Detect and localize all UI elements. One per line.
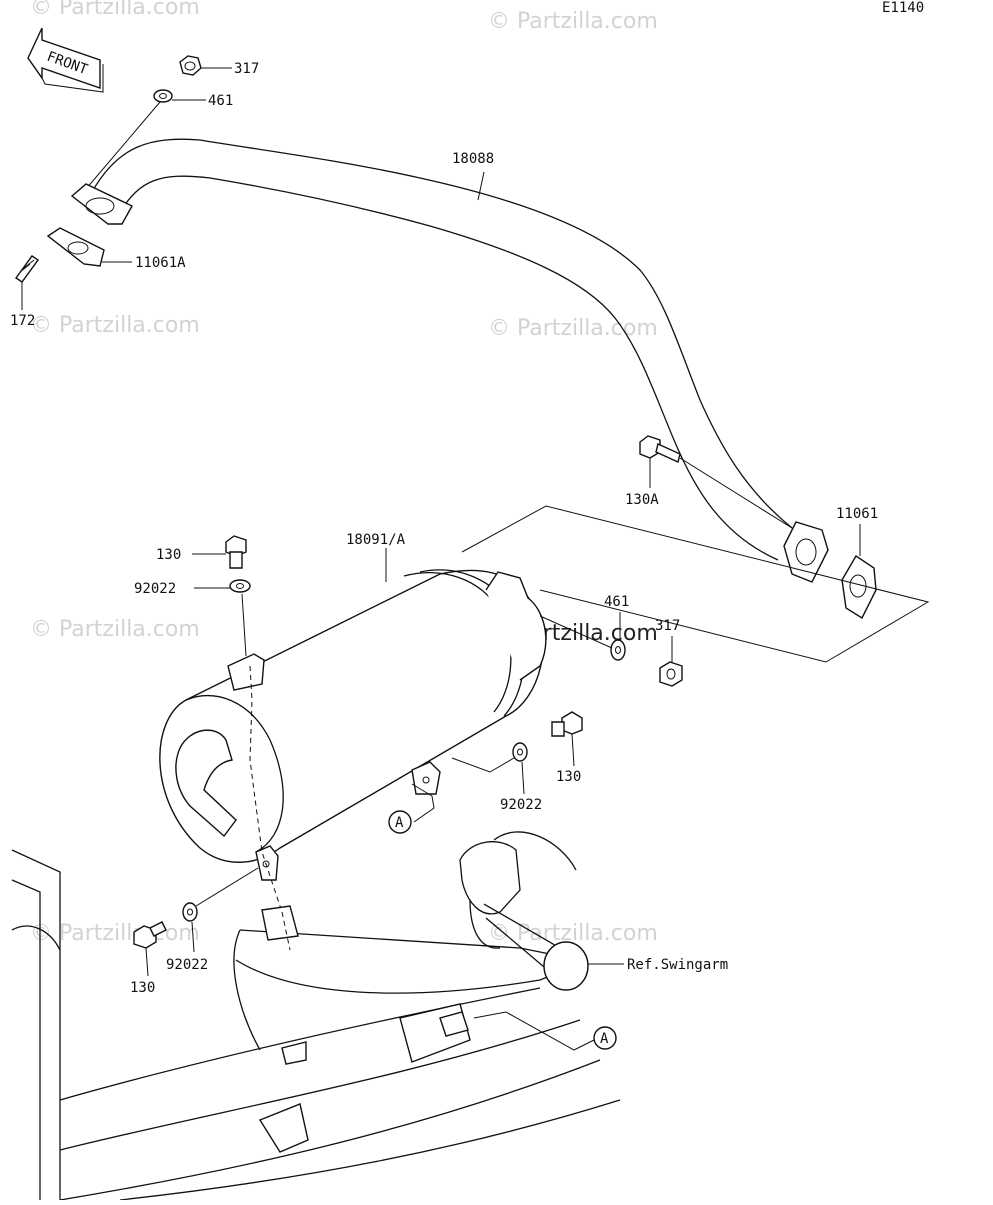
callout-11061: 11061 [836,506,878,522]
bolt-130-bottom [133,921,167,977]
callout-317-right: 317 [655,618,680,634]
bolt-130-top [192,535,247,569]
swingarm-pivot [543,941,589,991]
callout-317: 317 [234,61,259,77]
callout-92022-right: 92022 [500,797,542,813]
gasket-11061 [841,524,877,620]
watermark: © Partzilla.com [30,617,200,642]
callout-18091A: 18091/A [346,532,406,548]
watermark: © Partzilla.com [488,316,658,341]
callout-172: 172 [10,313,35,329]
callout-461-right: 461 [604,594,629,610]
bolt-130-right [551,711,583,767]
diagram-code: E1140 [882,0,924,16]
watermark: © Partzilla.com [30,313,200,338]
washer-92022-right [451,742,528,795]
stud-172 [15,255,39,310]
callout-130-top: 130 [156,547,181,563]
bolt-130A [639,435,793,529]
washer-92022-bottom [182,867,259,953]
callout-461: 461 [208,93,233,109]
frame-swingarm [11,831,621,1201]
callout-11061A: 11061A [135,255,186,271]
muffler-18091A [159,548,547,913]
callout-130A: 130A [625,492,659,508]
callout-92022-top: 92022 [134,581,176,597]
washer-461-top [153,89,206,103]
watermark: © Partzilla.com [30,921,200,946]
ref-a-bottom-leader [473,1011,595,1051]
nut-317-right [659,636,683,687]
explode-outline [461,505,930,663]
ref-a-top: A [395,815,404,831]
ref-a-bottom-circle [593,1026,617,1050]
ref-a-bottom: A [600,1031,609,1047]
watermarks: © Partzilla.com © Partzilla.com © Partzi… [30,0,658,946]
callout-92022-bottom: 92022 [166,957,208,973]
exhaust-pipe-18088 [70,138,829,583]
callout-18088: 18088 [452,151,494,167]
watermark: © Partzilla.com [488,921,658,946]
watermark: © Partzilla.com [30,0,200,20]
watermark: © Partzilla.com [488,9,658,34]
callout-130-bottom: 130 [130,980,155,996]
ref-swingarm: Ref.Swingarm [627,957,728,973]
washer-461-right [539,612,626,661]
washer-92022-top [194,579,251,657]
nut-317-top [179,55,232,76]
front-arrow-icon: FRONT [27,27,104,93]
ref-a-top-circle [388,810,412,834]
gasket-11061A [46,227,132,267]
callout-130-right: 130 [556,769,581,785]
ref-a-top-leader [411,783,435,823]
